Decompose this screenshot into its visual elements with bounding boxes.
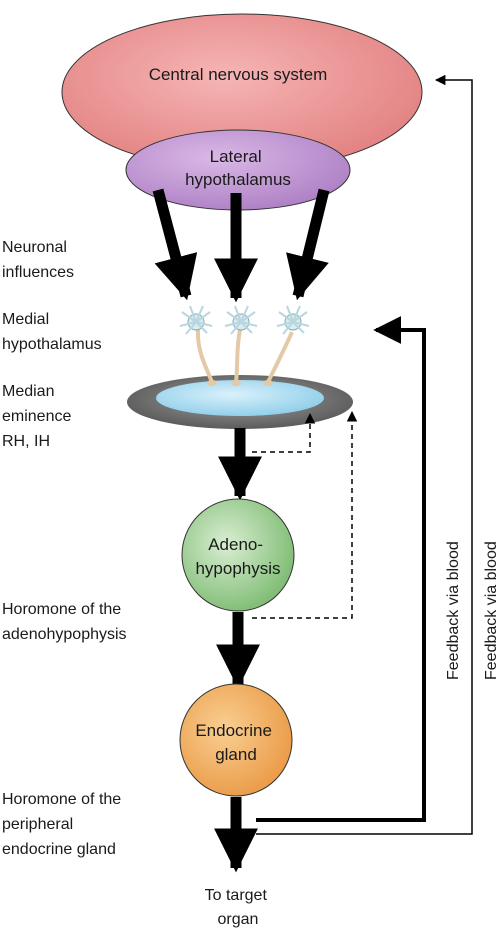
neuron-center xyxy=(224,305,258,386)
feedback-inner-path xyxy=(256,316,426,822)
medial-hypothalamus-label: Medial hypothalamus xyxy=(2,311,102,353)
neuronal-influence-arrows xyxy=(152,188,330,303)
lateral-hypothalamus-label: Lateral hypothalamus xyxy=(185,147,291,189)
feedback-outer-label: Feedback via blood xyxy=(483,541,498,680)
neuron-left xyxy=(179,305,217,386)
endocrine-gland-circle xyxy=(179,683,293,797)
target-organ-label: To target organ xyxy=(205,887,272,928)
feedback-outer-path xyxy=(256,74,473,835)
dashed-feedback-short xyxy=(252,412,316,453)
cns-label: Central nervous system xyxy=(149,65,328,84)
adenohypophysis-circle xyxy=(181,498,295,612)
median-eminence-label: Median eminence RH, IH xyxy=(2,383,76,450)
median-eminence-pool xyxy=(156,380,324,416)
neuronal-influences-label: Neuronal influences xyxy=(2,239,74,281)
neuronal-arrow-right xyxy=(286,188,330,301)
feedback-inner-label: Feedback via blood xyxy=(445,541,462,680)
hormone-adenohypophysis-label: Horomone of the adenohypophysis xyxy=(2,601,127,643)
adenohypophysis-label: Adeno- hypophysis xyxy=(195,535,280,578)
neuronal-arrow-left xyxy=(152,188,198,301)
neuron-right xyxy=(263,305,310,386)
endocrine-gland-label: Endocrine gland xyxy=(195,721,276,764)
hormone-peripheral-label: Horomone of the peripheral endocrine gla… xyxy=(2,791,126,858)
dashed-feedback-adeno xyxy=(252,410,358,619)
